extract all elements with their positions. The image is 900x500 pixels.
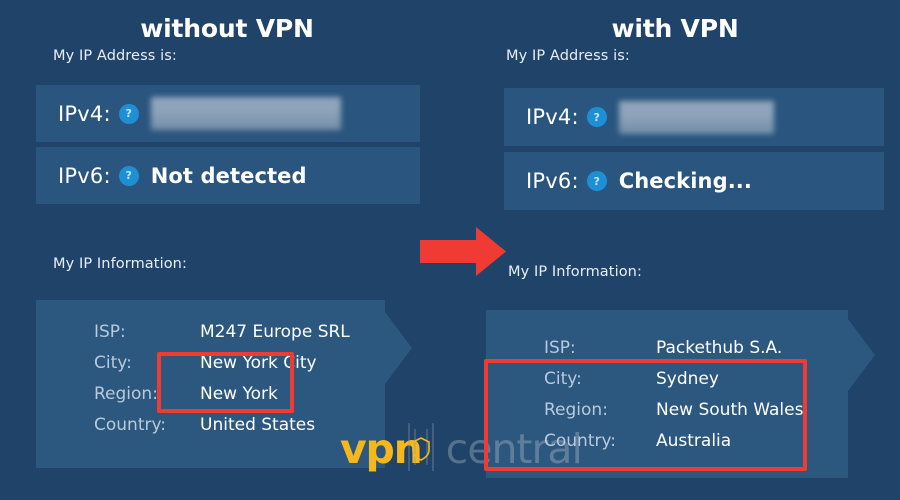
ipv6-card-right: IPv6: ? Checking... (504, 152, 884, 210)
ipv6-value-left: Not detected (150, 163, 307, 188)
ipv4-value-redacted-right (618, 100, 774, 134)
ip-address-label-right: My IP Address is: (506, 48, 630, 64)
info-panel-chevron-left (385, 312, 412, 384)
help-icon[interactable]: ? (118, 165, 139, 186)
info-rows-right: ISP: Packethub S.A. City: Sydney Region:… (544, 338, 803, 462)
info-key-city-left: City: (94, 353, 132, 373)
info-value-city-right: Sydney (656, 369, 719, 389)
info-row: City: New York City (94, 353, 350, 384)
ipv4-card-left: IPv4: ? (36, 85, 420, 142)
info-key-region-right: Region: (544, 400, 608, 420)
panel-title-without-vpn: without VPN (140, 14, 314, 43)
info-key-city-right: City: (544, 369, 582, 389)
help-icon[interactable]: ? (118, 103, 139, 124)
ip-information-panel-right: ISP: Packethub S.A. City: Sydney Region:… (486, 310, 848, 478)
info-key-isp-left: ISP: (94, 322, 126, 342)
info-row: Region: New South Wales (544, 400, 803, 431)
ip-information-label-right: My IP Information: (508, 264, 642, 280)
info-key-country-left: Country: (94, 415, 167, 435)
info-rows-left: ISP: M247 Europe SRL City: New York City… (94, 322, 350, 446)
info-value-region-right: New South Wales (656, 400, 804, 420)
info-row: ISP: Packethub S.A. (544, 338, 803, 369)
info-value-country-left: United States (200, 415, 316, 435)
ip-address-label-left: My IP Address is: (53, 48, 177, 64)
info-key-isp-right: ISP: (544, 338, 576, 358)
ipv6-value-right: Checking... (618, 169, 752, 193)
info-value-isp-left: M247 Europe SRL (200, 322, 350, 342)
ipv6-label-right: IPv6: (526, 169, 579, 193)
ipv6-card-left: IPv6: ? Not detected (36, 147, 420, 204)
info-row: City: Sydney (544, 369, 803, 400)
ipv4-label-left: IPv4: (58, 101, 111, 126)
ipv4-label-right: IPv4: (526, 105, 579, 129)
panel-title-with-vpn: with VPN (611, 14, 739, 43)
transition-arrow-icon (420, 227, 506, 276)
info-row: ISP: M247 Europe SRL (94, 322, 350, 353)
help-icon[interactable]: ? (586, 107, 607, 127)
info-value-country-right: Australia (656, 431, 732, 451)
help-icon[interactable]: ? (586, 171, 607, 191)
info-key-country-right: Country: (544, 431, 617, 451)
panel-without-vpn: without VPN My IP Address is: IPv4: ? IP… (36, 14, 420, 468)
info-row: Region: New York (94, 384, 350, 415)
info-panel-chevron-right (848, 319, 875, 391)
info-value-region-left: New York (200, 384, 278, 404)
ip-information-label-left: My IP Information: (53, 256, 187, 272)
info-row: Country: United States (94, 415, 350, 446)
ipv6-label-left: IPv6: (58, 163, 111, 188)
ip-information-panel-left: ISP: M247 Europe SRL City: New York City… (36, 300, 385, 468)
info-row: Country: Australia (544, 431, 803, 462)
panel-with-vpn: with VPN My IP Address is: IPv4: ? IPv6:… (450, 0, 900, 500)
info-value-isp-right: Packethub S.A. (656, 338, 783, 358)
ipv4-value-redacted-left (150, 97, 341, 130)
ipv4-card-right: IPv4: ? (504, 88, 884, 146)
info-value-city-left: New York City (200, 353, 317, 373)
info-key-region-left: Region: (94, 384, 158, 404)
